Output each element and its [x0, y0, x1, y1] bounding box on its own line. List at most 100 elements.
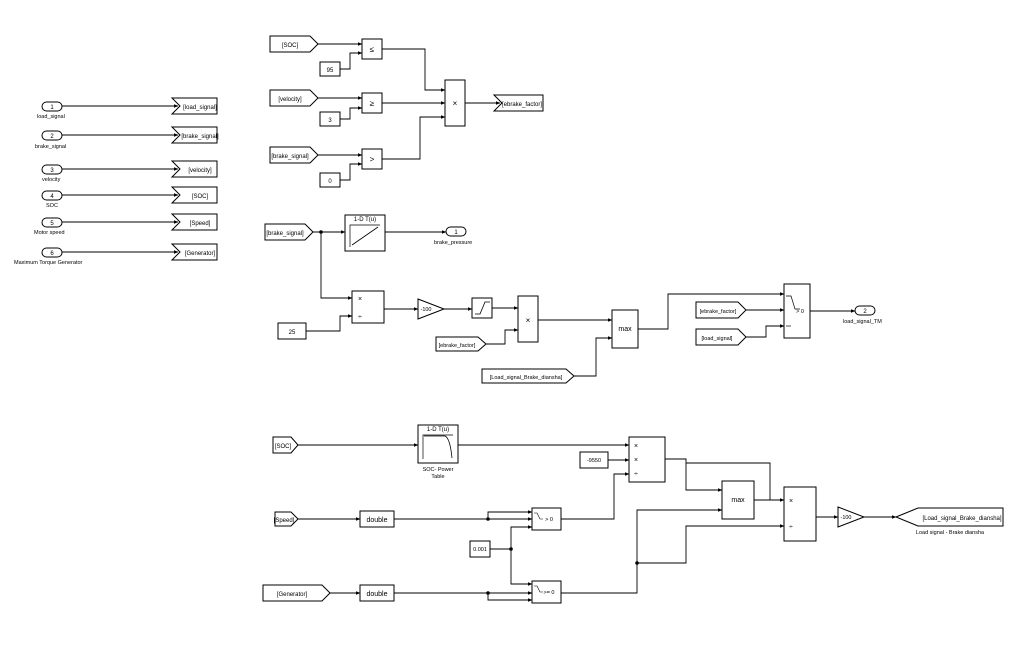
product-brake[interactable] — [351, 290, 385, 324]
from-ebrake-factor-switch-label: [ebrake_factor] — [700, 309, 737, 315]
from-soc-top[interactable] — [269, 35, 319, 53]
from-ebrake-factor-mid[interactable] — [435, 336, 487, 352]
inport-5-row: 5 Motor speed [Speed] — [34, 213, 218, 236]
goto-ebrake-factor[interactable] — [492, 94, 544, 112]
from-speed[interactable] — [274, 511, 299, 527]
inport-2-number: 2 — [50, 134, 54, 140]
goto-speed-label: [Speed] — [190, 221, 211, 227]
from-soc-bottom[interactable] — [272, 436, 299, 454]
from-brake-signal-mid[interactable] — [264, 223, 314, 241]
product-brake-op-1: × — [358, 296, 362, 303]
goto-load-signal-brake-diansha-caption: Load signal - Brake diansha — [916, 530, 985, 536]
goto-ebrake-factor-label: [ebrake_factor] — [502, 102, 542, 108]
goto-brake-signal[interactable] — [170, 126, 218, 144]
goto-brake-signal-label: [brake_signal] — [181, 134, 219, 140]
inport-1[interactable] — [41, 101, 63, 112]
product-ebrake-apply[interactable] — [517, 295, 539, 343]
switch-mid-cond: > 0 — [796, 309, 804, 315]
lookup-soc-power-title: 1-D T(u) — [427, 427, 449, 433]
max-block-mid-label: max — [618, 326, 632, 333]
const-0-value: 0 — [328, 179, 332, 185]
outport-1-number: 1 — [454, 230, 458, 236]
inport-4[interactable] — [41, 190, 63, 201]
product-ebrake-symbol: × — [453, 99, 458, 108]
inport-3-number: 3 — [50, 168, 54, 174]
inport-3[interactable] — [41, 164, 63, 175]
from-load-signal-switch[interactable] — [695, 328, 747, 346]
gain-neg100-bottom[interactable] — [837, 506, 866, 528]
switch-speed-cond: > 0 — [545, 517, 553, 523]
inport-5-number: 5 — [50, 221, 54, 227]
lookup-soc-power-caption-1: SOC- Power — [423, 467, 454, 473]
from-soc-top-label: [SOC] — [282, 43, 299, 49]
inport-4-number: 4 — [50, 194, 54, 200]
convert-double-generator-label: double — [366, 591, 387, 598]
gain-neg100-bottom-value: -100 — [840, 515, 851, 521]
product-final[interactable] — [783, 486, 817, 542]
inport-6-label: Maximum Torque Generator — [14, 260, 83, 266]
from-brake-signal-mid-label: [brake_signal] — [266, 231, 304, 237]
const-25-value: 25 — [289, 330, 296, 336]
goto-load-signal-brake-diansha-label: [Load_signal_Brake_diansha] — [922, 516, 1001, 522]
outport-1[interactable] — [445, 226, 467, 237]
from-ebrake-factor-switch[interactable] — [695, 301, 747, 319]
max-block-bottom-label: max — [731, 497, 745, 504]
gain-neg100-mid[interactable] — [417, 298, 446, 320]
outport-2-label: load_signal_TM — [843, 319, 882, 325]
from-soc-bottom-label: [SOC] — [275, 444, 292, 450]
from-speed-label: [Speed] — [274, 518, 295, 524]
lookup-soc-power-caption-2: Table — [431, 474, 444, 480]
switch-generator-cond: >= 0 — [543, 590, 554, 596]
goto-speed[interactable] — [170, 213, 218, 231]
convert-double-speed-label: double — [366, 517, 387, 524]
goto-load-signal[interactable] — [170, 97, 218, 115]
inport-2-row: 2 brake_signal [brake_signal] — [35, 126, 219, 150]
const-0001-value: 0.001 — [473, 547, 487, 553]
from-load-signal-switch-label: [load_signal] — [702, 336, 733, 342]
from-generator[interactable] — [262, 584, 331, 602]
from-generator-label: [Generator] — [277, 592, 308, 598]
inport-4-row: 4 SOC [SOC] — [41, 186, 218, 209]
product-soc-op-1: × — [634, 443, 638, 450]
gain-neg100-mid-value: -100 — [420, 307, 431, 313]
max-block-mid[interactable] — [611, 309, 639, 349]
from-velocity[interactable] — [269, 89, 319, 107]
lookup-soc-power[interactable] — [417, 424, 459, 464]
from-ebrake-factor-mid-label: [ebrake_factor] — [439, 343, 476, 349]
goto-soc-label: [SOC] — [192, 194, 209, 200]
product-final-op-2: ÷ — [789, 524, 793, 531]
inport-3-row: 3 velocity [velocity] — [41, 160, 218, 183]
outport-2[interactable] — [854, 305, 876, 316]
inport-5-label: Motor speed — [34, 230, 65, 236]
inport-2[interactable] — [41, 130, 63, 141]
goto-velocity-label: [velocity] — [188, 168, 212, 174]
goto-generator-label: [Generator] — [185, 251, 216, 257]
inport-1-row: 1 load_signal [load_signal] — [37, 97, 218, 120]
inport-6[interactable] — [41, 247, 63, 258]
product-soc-op-3: ÷ — [634, 471, 638, 478]
saturation-block[interactable] — [471, 297, 493, 319]
inport-6-number: 6 — [50, 251, 54, 257]
from-load-signal-brake-diansha[interactable] — [481, 368, 575, 384]
soc-power-subsystem: [SOC] 1-D T(u) SOC- Power Table × × ÷ -9… — [262, 424, 1004, 604]
inport-5[interactable] — [41, 217, 63, 228]
lookup-brake-pressure-title: 1-D T(u) — [354, 217, 376, 223]
lookup-brake-pressure[interactable] — [344, 214, 386, 252]
goto-velocity[interactable] — [170, 160, 218, 178]
from-brake-signal-top-label: [brake_signal] — [271, 154, 309, 160]
product-final-op-1: × — [789, 498, 793, 505]
goto-soc[interactable] — [170, 186, 218, 204]
relop-le-symbol: ≤ — [370, 45, 375, 54]
goto-generator[interactable] — [170, 243, 218, 261]
relop-ge-symbol: ≥ — [370, 99, 375, 108]
const-neg9550-value: -9550 — [587, 458, 601, 464]
goto-load-signal-brake-diansha[interactable] — [894, 507, 1004, 527]
product-soc-op-2: × — [634, 457, 638, 464]
goto-load-signal-label: [load_signal] — [183, 105, 217, 111]
from-brake-signal-top[interactable] — [269, 146, 319, 164]
inport-1-label: load_signal — [37, 114, 65, 120]
inport-1-number: 1 — [50, 105, 54, 111]
product-ebrake-apply-symbol: × — [526, 316, 531, 325]
ebrake-subsystem: [SOC] 95 ≤ [velocity] 3 ≥ [brake_signal]… — [269, 35, 544, 188]
